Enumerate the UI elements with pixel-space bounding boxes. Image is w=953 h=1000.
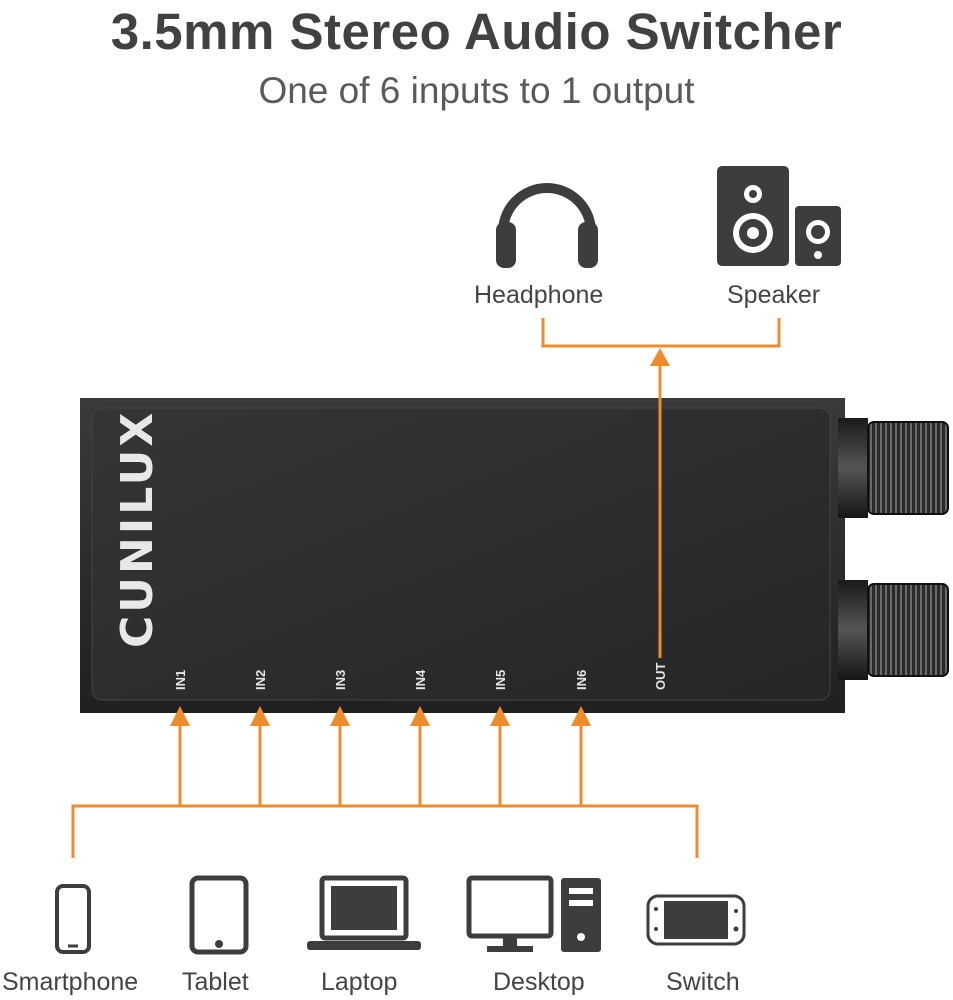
port-label-in2: IN2 — [253, 670, 268, 690]
output-label-speaker: Speaker — [727, 281, 821, 309]
brand-logo: CUNILUX — [112, 410, 163, 648]
tablet-icon — [189, 875, 249, 955]
input-arrowhead-1 — [170, 706, 190, 726]
desktop-icon — [466, 875, 601, 952]
input-label-smartphone: Smartphone — [2, 968, 139, 996]
input-label-tablet: Tablet — [182, 968, 249, 996]
smartphone-icon — [55, 884, 91, 954]
input-arrowhead-5 — [490, 706, 510, 726]
signal-arrows — [71, 318, 781, 858]
device-top-panel — [91, 407, 831, 701]
output-knob-top[interactable] — [838, 418, 949, 518]
input-arrowhead-6 — [571, 706, 591, 726]
page-title: 3.5mm Stereo Audio Switcher — [110, 3, 843, 60]
laptop-icon — [307, 875, 421, 950]
port-labels: IN1 IN2 IN3 IN4 IN5 IN6 OUT — [173, 663, 668, 691]
audio-switcher-device: CUNILUX IN1 IN2 IN3 IN4 IN5 IN6 OUT — [80, 398, 949, 713]
input-arrows — [170, 706, 591, 806]
headphone-icon — [496, 183, 598, 268]
input-arrowhead-3 — [330, 706, 350, 726]
speaker-icon — [717, 166, 841, 266]
port-label-in5: IN5 — [493, 670, 508, 690]
port-label-in4: IN4 — [413, 669, 428, 690]
port-label-in6: IN6 — [574, 670, 589, 690]
input-label-laptop: Laptop — [321, 968, 398, 996]
input-bracket — [71, 804, 699, 858]
output-label-headphone: Headphone — [474, 281, 604, 309]
output-knob-bottom[interactable] — [838, 580, 949, 680]
port-label-in3: IN3 — [333, 670, 348, 690]
out-arrowhead — [650, 348, 670, 366]
input-arrowhead-2 — [250, 706, 270, 726]
port-label-in1: IN1 — [173, 670, 188, 690]
output-bracket — [541, 318, 781, 348]
page-subtitle: One of 6 inputs to 1 output — [258, 70, 695, 111]
input-label-switch: Switch — [666, 968, 740, 996]
game-console-icon — [646, 894, 746, 946]
input-label-desktop: Desktop — [493, 968, 585, 996]
port-label-out: OUT — [653, 663, 668, 691]
input-arrowhead-4 — [410, 706, 430, 726]
